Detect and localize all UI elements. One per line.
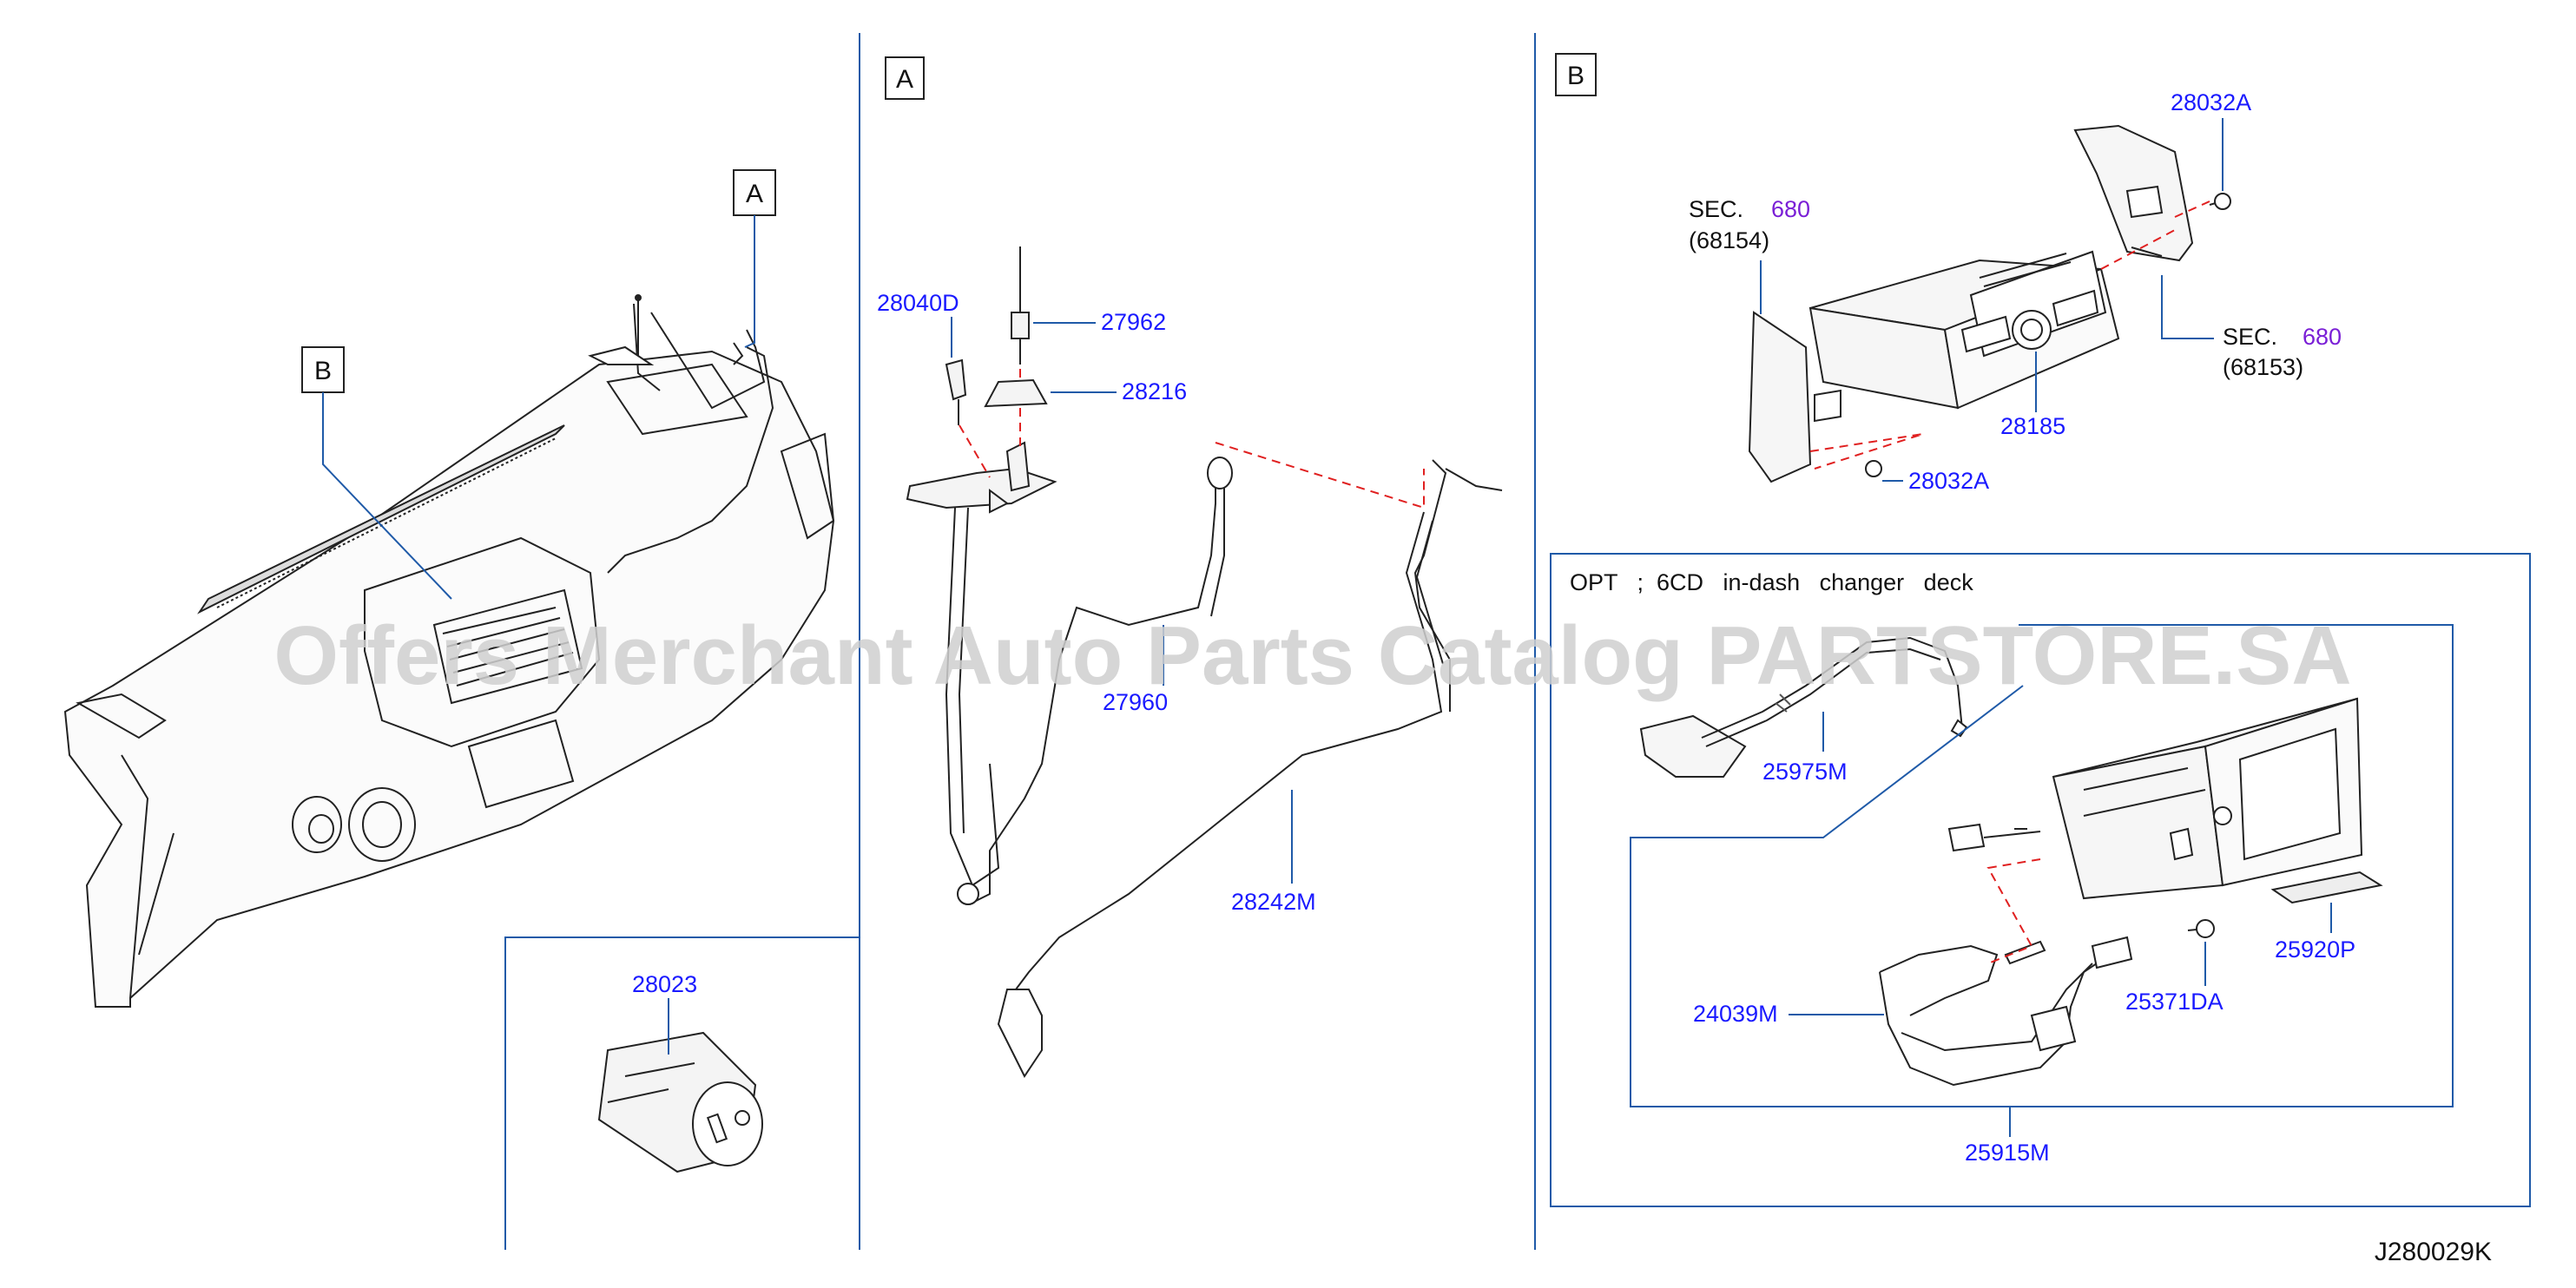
- diagram-code: J280029K: [2375, 1238, 2492, 1266]
- sec-left-sub: (68154): [1689, 227, 1769, 253]
- part-28032A-top-label: 28032A: [2171, 89, 2251, 115]
- sec-right-number: 680: [2303, 324, 2342, 350]
- audio-dashed-guides: [1809, 200, 2210, 470]
- panel-dividers: [504, 33, 2531, 1250]
- panel-25920P-illustration: [2270, 871, 2383, 904]
- panel-a-tag-label: A: [896, 65, 913, 94]
- part-28242M-label: 28242M: [1231, 889, 1316, 915]
- watermark: Offers Merchant Auto Parts Catalog PARTS…: [273, 609, 2351, 702]
- screw-25371DA-illustration: [2187, 919, 2215, 938]
- sec-right-prefix: SEC.: [2223, 324, 2277, 350]
- sec-left-number: 680: [1771, 196, 1810, 222]
- part-27960-label: 27960: [1103, 689, 1168, 715]
- cable-25975M-illustration: [1639, 636, 1968, 778]
- part-25975M-label: 25975M: [1762, 759, 1848, 785]
- panel-b-tag-label: B: [1567, 62, 1584, 90]
- part-28032A-bottom-label: 28032A: [1908, 468, 1989, 494]
- part-28216-label: 28216: [1122, 378, 1187, 404]
- sec-right-sub: (68153): [2223, 354, 2303, 380]
- changer-harness-illustration: [1879, 936, 2133, 1087]
- opt-box-labels: 25975M 25920P 25371DA 24039M 25915M: [1693, 712, 2355, 1166]
- panel-b-labels: 28032A 28032A 28185 SEC. 680 (68154) SEC…: [1689, 89, 2342, 494]
- overview-callout-a-label: A: [746, 180, 763, 208]
- part-28023-label: 28023: [632, 971, 697, 997]
- sec-left-prefix: SEC.: [1689, 196, 1743, 222]
- overview-callout-b: B: [301, 346, 452, 600]
- screws-28032A: [1865, 193, 2231, 477]
- panel-a-tag: A: [885, 56, 925, 100]
- part-28023-illustration: [597, 1031, 763, 1173]
- part-27962-label: 27962: [1101, 309, 1166, 335]
- changer-inner-frame: [1630, 624, 2454, 1107]
- antenna-dashed-guides: [959, 369, 1425, 509]
- changer-dashed-guides: [1986, 858, 2041, 964]
- part-28185-label: 28185: [2000, 413, 2065, 439]
- panel-b-tag: B: [1555, 53, 1597, 96]
- part-25915M-label: 25915M: [1965, 1140, 2050, 1166]
- part-24039M-label: 24039M: [1693, 1001, 1778, 1027]
- overview-callout-a: A: [733, 169, 776, 348]
- part-25920P-label: 25920P: [2275, 936, 2355, 963]
- dashboard-illustration: [63, 294, 835, 1008]
- changer-deck-illustration: [1947, 697, 2363, 900]
- part-28040D-label: 28040D: [877, 290, 959, 316]
- antenna-feeder-cables: [945, 457, 1503, 1078]
- antenna-base-illustration: [906, 246, 1057, 514]
- overview-callout-b-label: B: [314, 357, 332, 385]
- part-25371DA-label: 25371DA: [2125, 989, 2224, 1015]
- panel-a-labels: 28040D 27962 28216 27960 28242M: [877, 290, 1316, 915]
- audio-unit-illustration: [1748, 124, 2194, 483]
- opt-box-title: OPT ; 6CD in-dash changer deck: [1570, 569, 1973, 595]
